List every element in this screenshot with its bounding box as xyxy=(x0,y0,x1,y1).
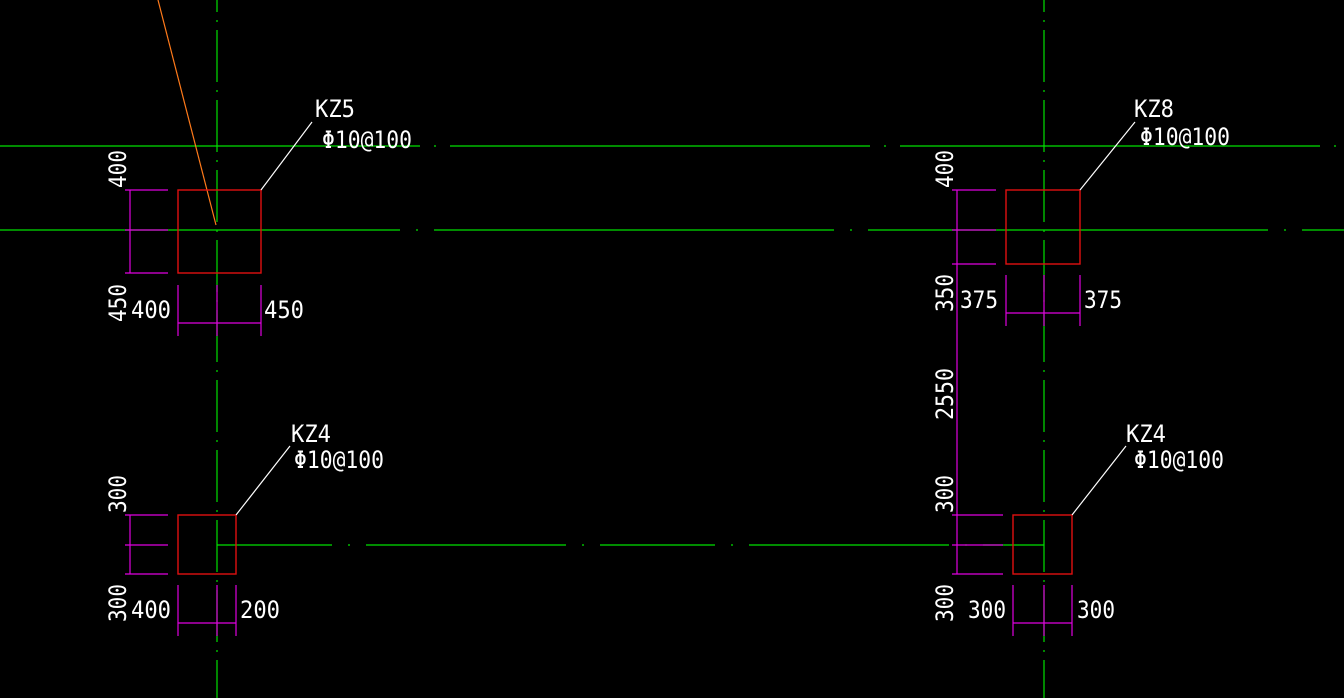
dim-text-kz5-left: 400 xyxy=(131,296,171,324)
dim-text-kz4-left-top: 300 xyxy=(104,475,132,513)
dim-text-kz4-left-bottom: 300 xyxy=(104,584,132,622)
column-rebar-kz8: Φ10@100 xyxy=(1140,123,1230,151)
dim-text-kz4-right-right: 300 xyxy=(1077,596,1115,624)
dimension-lines xyxy=(125,189,1081,636)
column-outlines xyxy=(177,189,1081,575)
dim-text-kz4-left-right: 200 xyxy=(240,596,280,624)
column-rebar-kz4-right: Φ10@100 xyxy=(1134,446,1224,474)
dim-text-kz8-top: 400 xyxy=(931,150,959,188)
dim-text-kz8-left: 375 xyxy=(960,286,998,314)
column-outline-kz4-right[interactable] xyxy=(1012,514,1073,575)
pointer-line xyxy=(157,0,217,226)
dim-text-kz5-right: 450 xyxy=(264,296,304,324)
leader-lines xyxy=(235,121,1136,516)
column-name-kz4-right: KZ4 xyxy=(1126,420,1166,448)
column-name-kz8: KZ8 xyxy=(1134,95,1174,123)
dimension-texts: 400 450 400 450 400 350 375 375 2550 300… xyxy=(104,150,1122,624)
column-labels: KZ5 Φ10@100 KZ8 Φ10@100 KZ4 Φ10@100 KZ4 … xyxy=(291,95,1230,474)
column-name-kz5: KZ5 xyxy=(315,95,355,123)
column-outline-kz5[interactable] xyxy=(177,189,262,274)
dim-text-kz4-right-bottom: 300 xyxy=(931,584,959,622)
dim-text-kz8-right: 375 xyxy=(1084,286,1122,314)
dim-text-kz8-bottom: 350 xyxy=(931,274,959,312)
column-outline-kz4-left[interactable] xyxy=(177,514,237,575)
column-rebar-kz4-left: Φ10@100 xyxy=(294,446,384,474)
column-outline-kz8[interactable] xyxy=(1005,189,1081,265)
dim-text-kz4-right-top: 300 xyxy=(931,475,959,513)
dim-text-span: 2550 xyxy=(931,368,959,420)
dim-text-kz5-bottom: 450 xyxy=(104,284,132,322)
dim-text-kz4-right-left: 300 xyxy=(968,596,1006,624)
column-name-kz4-left: KZ4 xyxy=(291,420,331,448)
dim-text-kz5-top: 400 xyxy=(104,150,132,188)
column-rebar-kz5: Φ10@100 xyxy=(322,126,412,154)
dim-text-kz4-left-left: 400 xyxy=(131,596,171,624)
